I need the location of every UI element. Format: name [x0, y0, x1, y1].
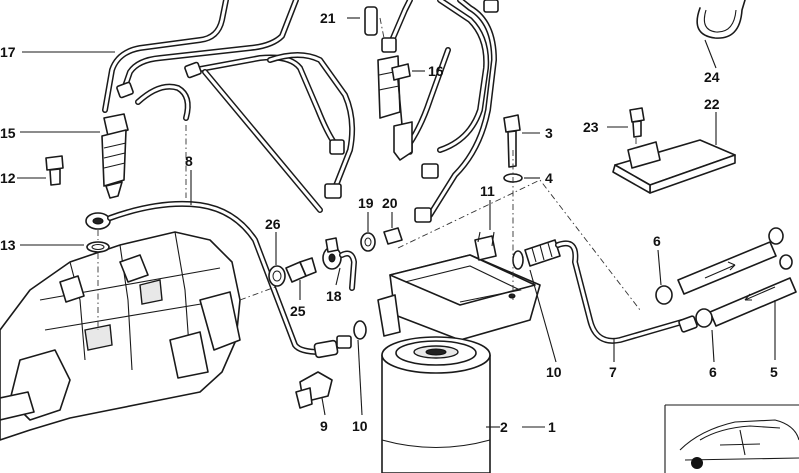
clamp-24 [696, 0, 746, 39]
callout-15: 15 [0, 125, 16, 141]
callout-25: 25 [290, 303, 306, 319]
callout-4: 4 [545, 170, 553, 186]
callout-12: 12 [0, 170, 16, 186]
callout-2: 2 [500, 419, 508, 435]
callout-16: 16 [428, 63, 444, 79]
leader-lines [17, 17, 776, 428]
injection-lines [102, 0, 499, 223]
callout-10-right: 10 [546, 364, 562, 380]
bolt-23 [629, 107, 645, 138]
banjo-bolt-12 [45, 155, 64, 186]
injector-16 [364, 6, 413, 161]
cap-20 [383, 227, 403, 245]
callout-6-upper: 6 [653, 233, 661, 249]
car-thumbnail [664, 404, 799, 473]
callout-22: 22 [704, 96, 720, 112]
callout-21: 21 [320, 10, 336, 26]
callout-26: 26 [265, 216, 281, 232]
callout-labels: 21 17 16 24 22 15 3 23 8 12 4 11 19 20 2… [0, 10, 778, 435]
hollow-bolt-18 [322, 237, 357, 291]
outlet-hose [512, 239, 698, 344]
fuel-hoses [655, 227, 797, 328]
callout-5: 5 [770, 364, 778, 380]
bracket-22 [612, 139, 736, 194]
callout-19: 19 [358, 195, 374, 211]
clip-9 [295, 371, 333, 409]
callout-17: 17 [0, 44, 16, 60]
filter-head [377, 231, 541, 341]
callout-10-left: 10 [352, 418, 368, 434]
callout-20: 20 [382, 195, 398, 211]
injector-nozzle [101, 113, 129, 199]
callout-23: 23 [583, 119, 599, 135]
callout-7: 7 [609, 364, 617, 380]
callout-8: 8 [185, 153, 193, 169]
filter-cartridge [381, 336, 491, 473]
callout-11: 11 [480, 183, 495, 199]
callout-18: 18 [326, 288, 342, 304]
callout-9: 9 [320, 418, 328, 434]
callout-3: 3 [545, 125, 553, 141]
callout-1: 1 [548, 419, 556, 435]
callout-13: 13 [0, 237, 16, 253]
callout-6-lower: 6 [709, 364, 717, 380]
injection-pump [0, 231, 241, 441]
callout-24: 24 [704, 69, 720, 85]
connector-25 [285, 257, 317, 283]
bolt-3 [503, 114, 521, 168]
